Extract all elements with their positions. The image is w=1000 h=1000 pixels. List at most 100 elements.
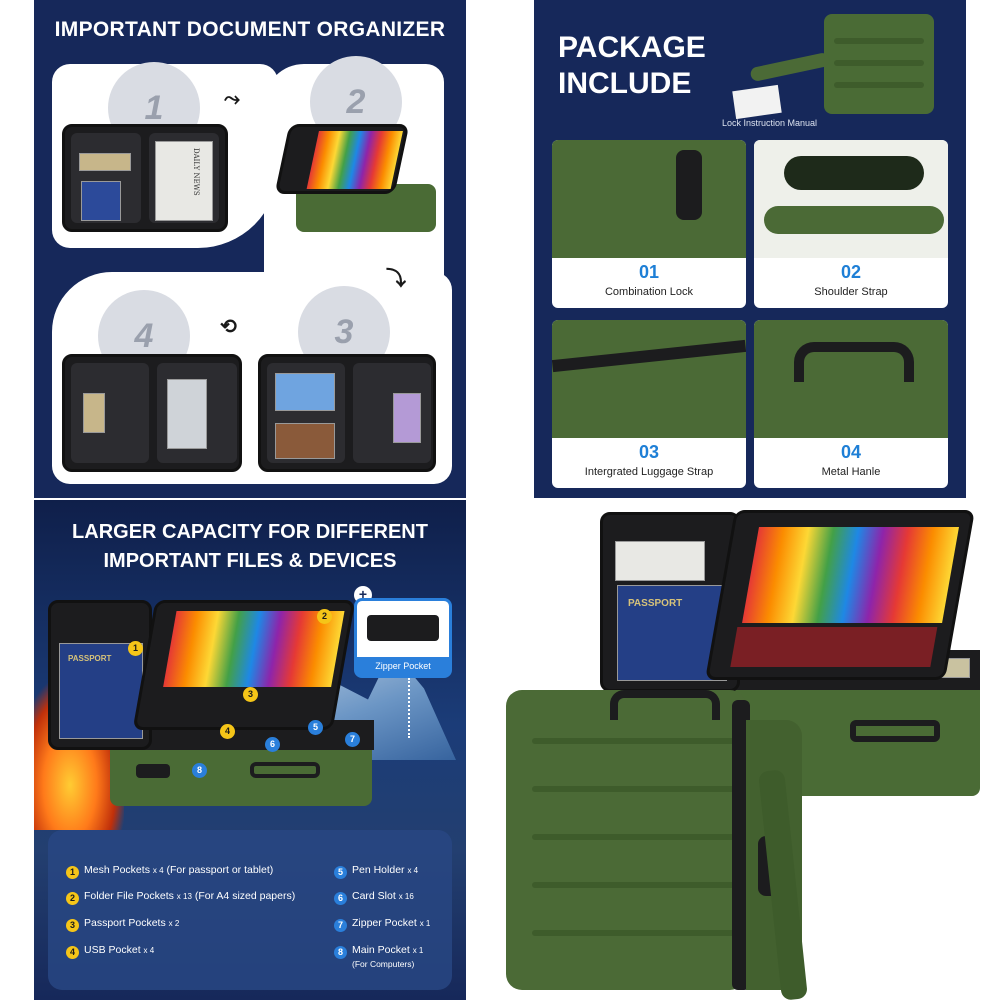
- feature-badge: 2: [66, 892, 79, 905]
- strap-pad: [784, 156, 924, 190]
- pin-8: 8: [192, 763, 207, 778]
- luggage-strap-band: [552, 339, 746, 373]
- pin-6: 6: [265, 737, 280, 752]
- item-number: 03: [638, 442, 660, 462]
- case-ridge: [532, 834, 742, 840]
- feature-qty: x 16: [398, 892, 414, 901]
- capacity-panel: LARGER CAPACITY FOR DIFFERENT IMPORTANT …: [34, 500, 466, 1000]
- feature-text: Main Pocket: [352, 944, 410, 956]
- arrow-3-to-4: ⟲: [220, 316, 237, 338]
- pin-2: 2: [317, 609, 332, 624]
- step-4-case: [62, 354, 242, 472]
- step-2-case-lid: [274, 124, 410, 194]
- item-label: Metal Hanle: [821, 466, 881, 478]
- feature-text: Pen Holder: [352, 864, 405, 876]
- wallet: [275, 423, 335, 459]
- pin-1: 1: [128, 641, 143, 656]
- item-number: 01: [638, 262, 660, 282]
- item-label: Shoulder Strap: [814, 286, 888, 298]
- feature-qty: x 4: [152, 866, 164, 875]
- pin-5: 5: [308, 720, 323, 735]
- package-title-line-1: PACKAGE: [558, 31, 706, 64]
- shoulder-strap-image: [754, 140, 948, 258]
- case-ridge: [532, 738, 742, 744]
- cash-bills: [83, 393, 105, 433]
- step-3-number: 3: [334, 312, 354, 351]
- feature-qty: x 2: [168, 919, 180, 928]
- arrow-2-to-3: ⤵: [386, 268, 406, 290]
- document: [615, 541, 705, 581]
- rainbow-folders: [163, 611, 345, 687]
- callout-line: [408, 678, 410, 738]
- tablet-silver: [167, 379, 207, 449]
- case-left-half: [267, 363, 345, 463]
- newspaper-text: DAILY NEWS: [192, 148, 200, 196]
- organizer-title: IMPORTANT DOCUMENT ORGANIZER: [54, 18, 446, 41]
- case-left-half: [71, 133, 141, 223]
- passport-blue: [81, 181, 121, 221]
- passport-text: PASSPORT: [628, 598, 683, 609]
- case-ridge: [834, 60, 924, 66]
- item-number: 02: [840, 262, 862, 282]
- feature-qty: x 13: [176, 892, 192, 901]
- feature-qty: x 1: [419, 919, 431, 928]
- strap-band: [764, 206, 944, 234]
- feature-badge: 5: [334, 866, 347, 879]
- feature-badge: 4: [66, 946, 79, 959]
- passport-lid: PASSPORT: [48, 600, 152, 750]
- pin-4: 4: [220, 724, 235, 739]
- passport: PASSPORT: [59, 643, 143, 739]
- step-1-number: 1: [144, 88, 164, 127]
- package-case-image: [824, 14, 934, 114]
- red-folder: [730, 627, 938, 667]
- manual-label: Lock Instruction Manual: [722, 118, 818, 128]
- passport-text: PASSPORT: [68, 654, 112, 663]
- step-1-case: DAILY NEWS: [62, 124, 228, 232]
- feature-badge: 7: [334, 919, 347, 932]
- newspaper: DAILY NEWS: [155, 141, 213, 221]
- package-item-combination-lock: 01 Combination Lock: [552, 140, 746, 308]
- zipper-pocket-image: [367, 615, 439, 641]
- feature-text: Mesh Pockets: [84, 864, 150, 876]
- manual-image: [732, 84, 782, 120]
- pin-3: 3: [243, 687, 258, 702]
- handle-icon: [250, 762, 320, 778]
- feature-text: Card Slot: [352, 890, 396, 902]
- step-2-number: 2: [346, 82, 366, 121]
- package-item-shoulder-strap: 02 Shoulder Strap: [754, 140, 948, 308]
- capacity-title-line-2: IMPORTANT FILES & DEVICES: [103, 550, 397, 572]
- capacity-title: LARGER CAPACITY FOR DIFFERENT IMPORTANT …: [34, 518, 466, 576]
- case-ridge: [532, 882, 742, 888]
- arrow-1-to-2: ⤳: [224, 88, 240, 110]
- lock-icon: [676, 150, 702, 220]
- metal-handle-icon: [610, 690, 720, 720]
- item-label: Combination Lock: [604, 286, 694, 298]
- feature-qty: x 1: [412, 946, 424, 955]
- feature-badge: 1: [66, 866, 79, 879]
- handle-icon: [794, 342, 914, 382]
- case-right-half: [157, 363, 237, 463]
- case-right-half: [353, 363, 431, 463]
- product-photo-panel: PASSPORT: [500, 500, 1000, 1000]
- package-panel: PACKAGE INCLUDE Lock Instruction Manual …: [534, 0, 966, 498]
- zipper-edge: [732, 700, 750, 990]
- item-number: 04: [840, 442, 862, 462]
- case-ridge: [834, 82, 924, 88]
- case-ridge: [532, 930, 742, 936]
- zipper-pocket-label: Zipper Pocket: [357, 657, 449, 675]
- rainbow-folders: [306, 131, 403, 189]
- lock-icon: [136, 764, 170, 778]
- combination-lock-image: [552, 140, 746, 258]
- package-item-luggage-strap: 03 Intergrated Luggage Strap: [552, 320, 746, 488]
- feature-text: USB Pocket: [84, 944, 141, 956]
- feature-text: Folder File Pockets: [84, 890, 174, 902]
- feature-badge: 8: [334, 946, 347, 959]
